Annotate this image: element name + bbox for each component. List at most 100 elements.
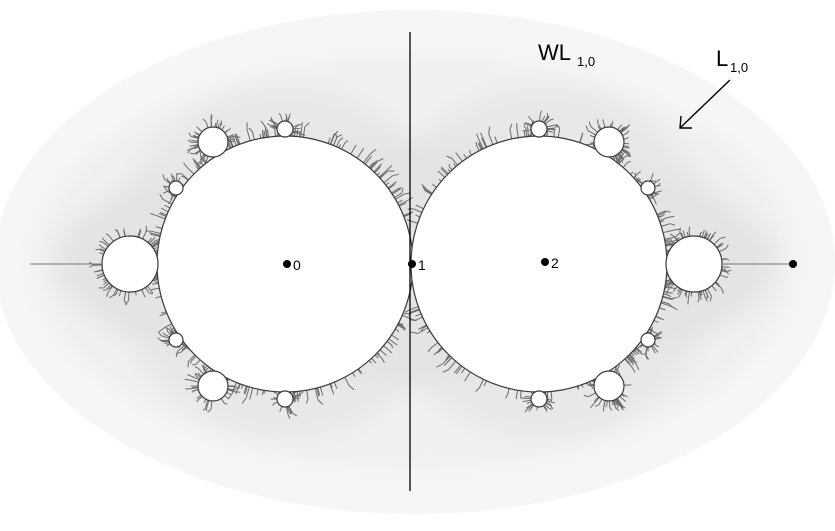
- filament-stroke: [557, 128, 561, 138]
- filament-stroke: [103, 280, 109, 285]
- filament-branch: [616, 404, 619, 409]
- filament-stroke: [155, 214, 166, 220]
- filament-stroke: [181, 173, 189, 181]
- filament-branch: [248, 127, 253, 132]
- filament-stroke: [115, 289, 119, 295]
- filament-branch: [453, 369, 457, 374]
- filament-branch: [656, 190, 662, 193]
- filament-branch: [626, 136, 629, 139]
- filament-branch: [634, 172, 637, 178]
- filament-branch: [244, 391, 247, 395]
- filament-stroke: [241, 384, 244, 389]
- filament-stroke: [227, 135, 236, 139]
- filament-stroke: [515, 390, 519, 400]
- filament-stroke: [650, 194, 654, 200]
- filament-stroke: [488, 133, 494, 145]
- filament-stroke: [245, 386, 248, 392]
- filament-stroke: [476, 145, 480, 152]
- filament-stroke: [585, 383, 595, 385]
- filament-stroke: [539, 114, 541, 122]
- filament-branch: [188, 132, 192, 137]
- filament-branch: [588, 384, 592, 387]
- filament-stroke: [478, 139, 484, 150]
- filament-branch: [339, 137, 344, 141]
- filament-stroke: [652, 345, 659, 353]
- filament-branch: [260, 120, 266, 127]
- filament-branch: [665, 210, 671, 213]
- filament-stroke: [201, 364, 207, 373]
- filament-stroke: [579, 137, 583, 143]
- filament-stroke: [159, 211, 167, 216]
- filament-stroke: [622, 148, 627, 152]
- point-2-dot: [541, 258, 549, 266]
- filament-stroke: [196, 396, 203, 402]
- filament-branch: [436, 363, 443, 368]
- filament-branch: [160, 207, 164, 211]
- filament-stroke: [702, 290, 706, 298]
- filament-branch: [446, 155, 452, 159]
- filament-branch: [89, 264, 95, 268]
- filament-stroke: [522, 399, 532, 403]
- filament-stroke: [287, 406, 292, 415]
- filament-branch: [205, 406, 208, 411]
- filament-stroke: [614, 155, 618, 161]
- filament-stroke: [406, 219, 418, 224]
- filament-stroke: [660, 302, 672, 307]
- filament-stroke: [655, 316, 662, 320]
- filament-stroke: [618, 156, 625, 165]
- filament-branch: [554, 124, 559, 129]
- filament-stroke: [336, 140, 340, 148]
- filament-stroke: [478, 142, 483, 150]
- filament-stroke: [376, 352, 383, 359]
- filament-stroke: [665, 240, 675, 243]
- filament-stroke: [107, 285, 114, 293]
- filament-branch: [585, 125, 589, 131]
- filament-stroke: [148, 237, 156, 244]
- filament-stroke: [619, 127, 624, 132]
- filament-stroke: [414, 316, 423, 322]
- filament-branch: [187, 374, 192, 377]
- filament-stroke: [482, 137, 488, 148]
- filament-stroke: [606, 400, 608, 406]
- filament-stroke: [469, 151, 473, 156]
- filament-stroke: [685, 290, 688, 296]
- filament-branch: [633, 348, 638, 353]
- filament-branch: [443, 362, 448, 366]
- filament-stroke: [703, 230, 708, 239]
- filament-stroke: [397, 199, 403, 204]
- filament-stroke: [201, 154, 207, 162]
- filament-stroke: [195, 135, 199, 138]
- filament-branch: [432, 183, 435, 186]
- filament-stroke: [603, 400, 606, 408]
- filament-stroke: [203, 366, 210, 375]
- filament-stroke: [106, 284, 112, 290]
- filament-stroke: [379, 349, 387, 356]
- filament-stroke: [210, 400, 213, 410]
- filament-branch: [99, 244, 102, 248]
- filament-stroke: [455, 365, 463, 375]
- filament-stroke: [103, 282, 110, 289]
- filament-stroke: [553, 130, 555, 137]
- filament-branch: [266, 123, 271, 127]
- filament-stroke: [678, 288, 682, 293]
- filament-stroke: [227, 134, 235, 138]
- filament-stroke: [657, 211, 667, 217]
- filament-stroke: [649, 326, 654, 334]
- filament-stroke: [270, 125, 278, 128]
- filament-stroke: [306, 390, 309, 399]
- filament-branch: [235, 135, 241, 138]
- filament-branch: [175, 350, 179, 358]
- right-top-bulb: [593, 126, 625, 158]
- filament-stroke: [588, 392, 596, 398]
- filament-branch: [711, 235, 715, 238]
- filament-branch: [167, 200, 172, 205]
- filament-stroke: [378, 169, 388, 178]
- filament-branch: [328, 137, 331, 140]
- filament-stroke: [102, 241, 109, 247]
- filament-branch: [109, 295, 114, 299]
- filament-branch: [304, 122, 310, 128]
- filament-branch: [410, 331, 418, 334]
- point-2-label: 2: [551, 255, 559, 271]
- filament-stroke: [714, 281, 719, 286]
- filament-stroke: [527, 125, 529, 137]
